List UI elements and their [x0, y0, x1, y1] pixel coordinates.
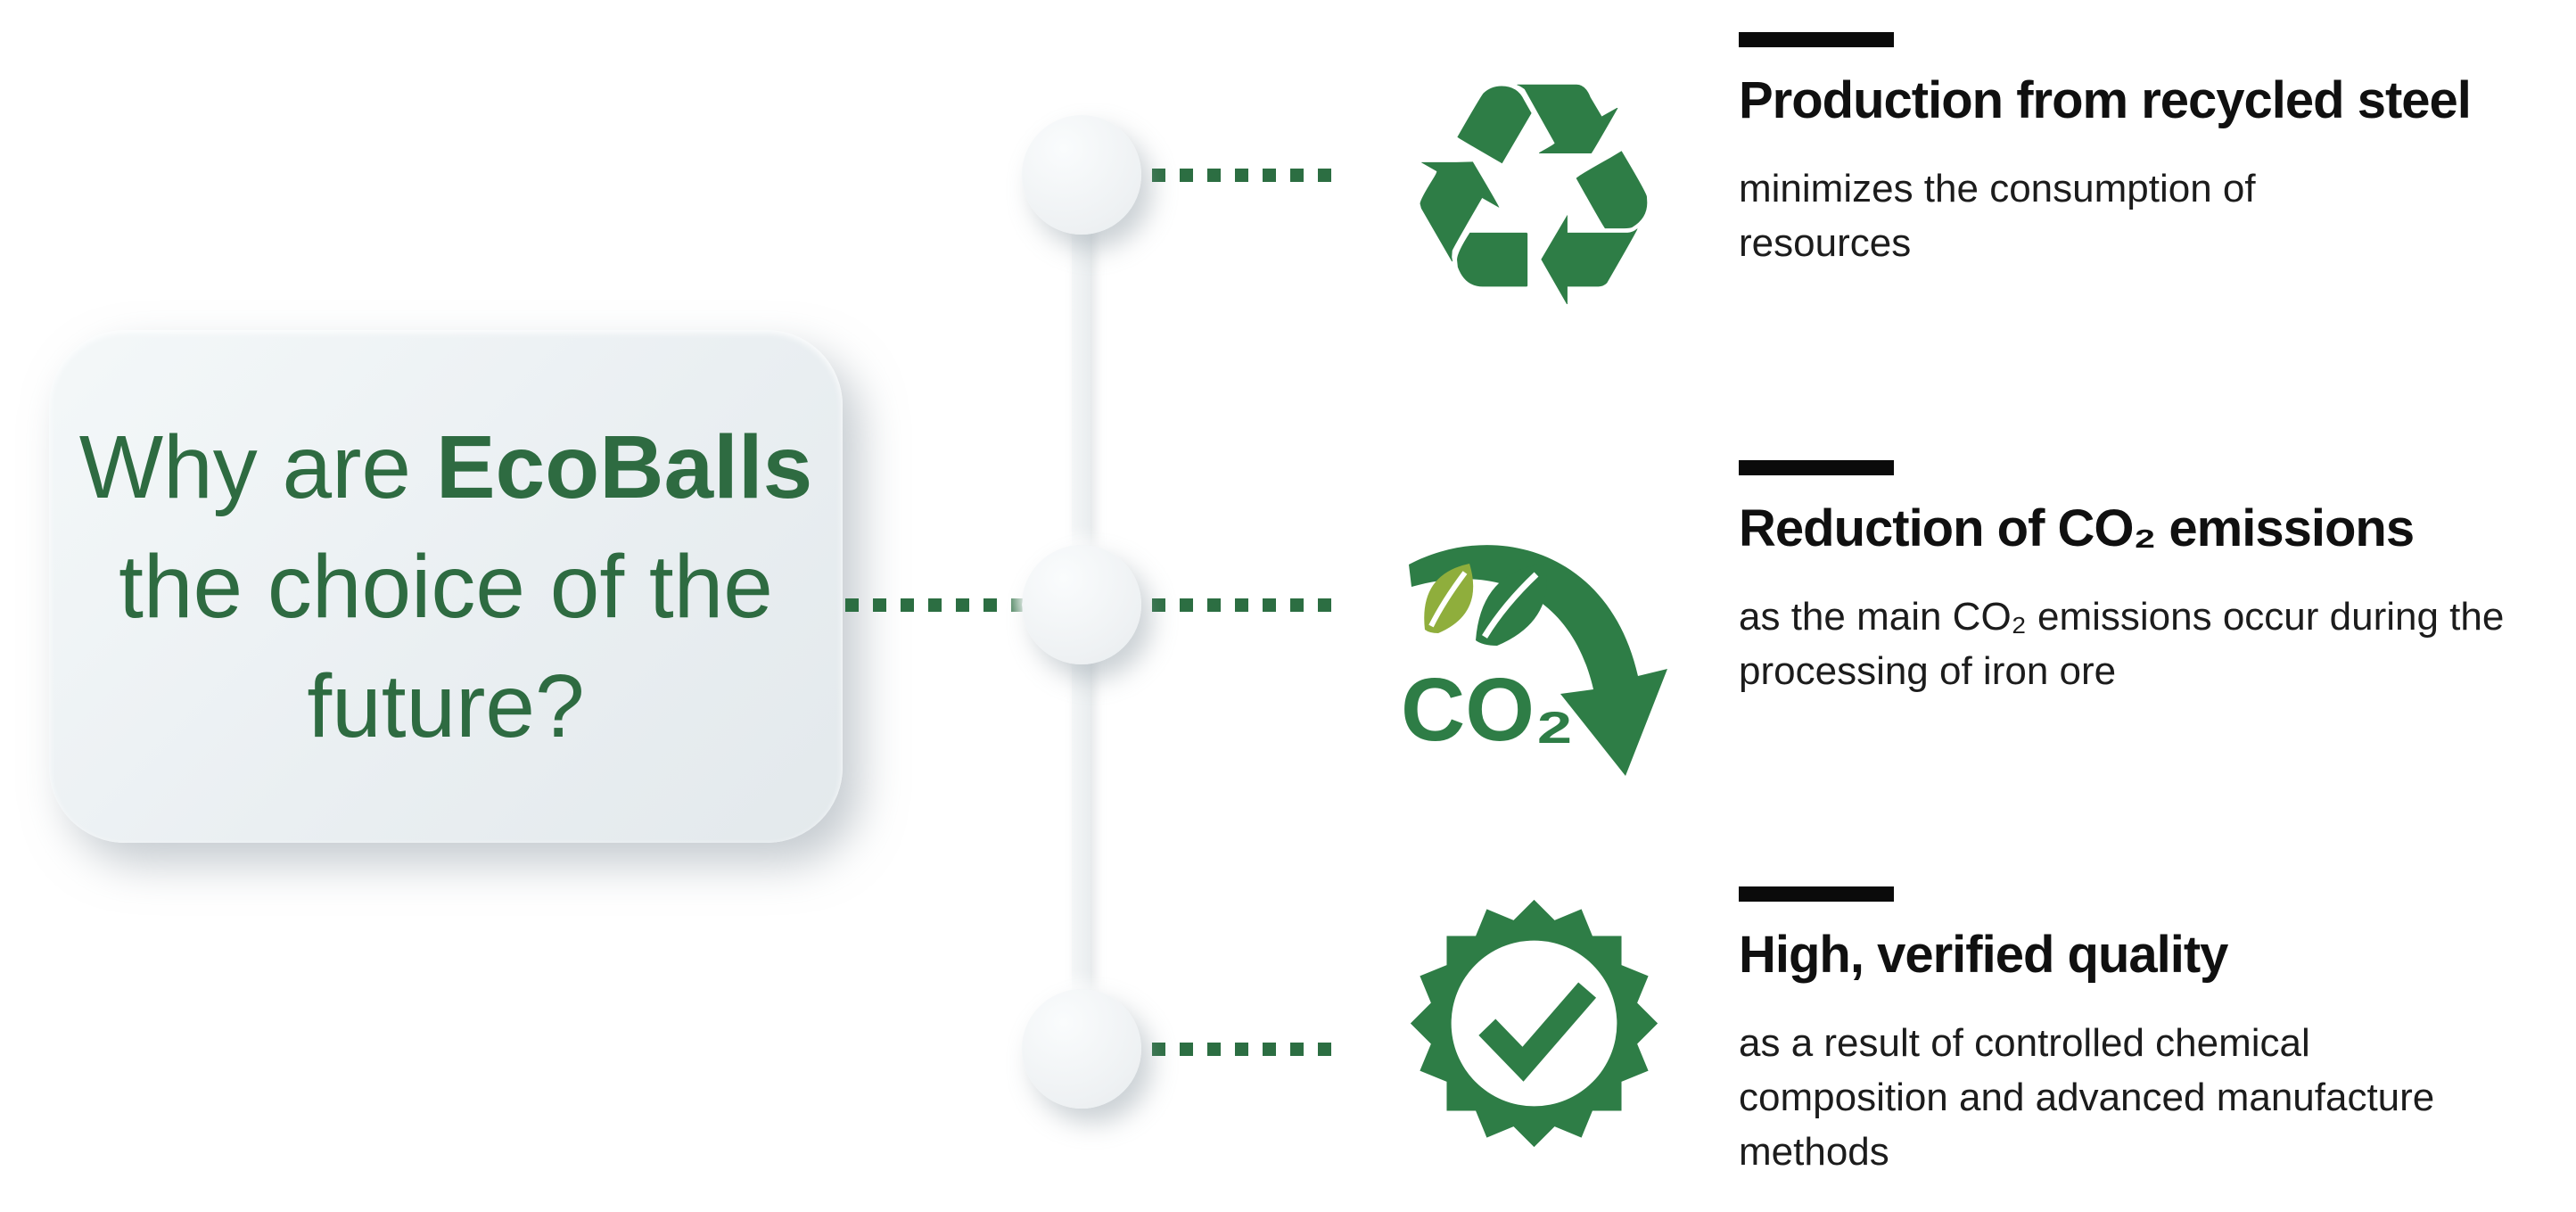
feature-description: as the main CO₂ emissions occur during t… [1739, 595, 2505, 693]
badge-inner-circle [1451, 940, 1617, 1107]
leaf-light-vein [1428, 571, 1468, 628]
quality-badge-svg [1410, 899, 1658, 1148]
dotted-connector-top [1152, 169, 1331, 182]
question-card: Why are EcoBalls the choice of the futur… [49, 330, 843, 843]
timeline-node-1 [1022, 115, 1141, 235]
brand-name: EcoBalls [435, 416, 813, 517]
leaf-dark-vein [1482, 572, 1539, 639]
dotted-connector-middle [1152, 598, 1331, 612]
down-arrow-shape [1409, 545, 1667, 776]
quality-badge-icon [1398, 887, 1670, 1159]
question-prefix: Why are [78, 416, 436, 517]
timeline-node-2 [1022, 545, 1141, 664]
co2-label: CO₂ [1401, 660, 1574, 760]
feature-block-recycled-steel: Production from recycled steel minimizes… [1739, 32, 2541, 270]
timeline-node-3 [1022, 989, 1141, 1109]
feature-title: High, verified quality [1739, 926, 2228, 984]
co2-reduction-icon: CO₂ [1395, 515, 1708, 783]
dotted-connector-bottom [1152, 1043, 1331, 1056]
feature-description: as a result of controlled chemical compo… [1739, 1021, 2435, 1174]
question-text: Why are EcoBalls the choice of the futur… [67, 408, 825, 766]
section-marker-bar [1739, 32, 1894, 47]
section-marker-bar [1739, 460, 1894, 475]
recycle-icon: ♻ [1382, 40, 1685, 352]
badge-checkmark [1478, 982, 1597, 1082]
co2-reduction-svg: CO₂ [1401, 545, 1667, 776]
dotted-connector-card [845, 598, 1025, 612]
feature-description: minimizes the consumption of resources [1739, 167, 2256, 265]
question-rest: the choice of the future? [119, 536, 773, 756]
feature-title: Production from recycled steel [1739, 71, 2472, 129]
leaf-group [1424, 564, 1547, 646]
feature-title: Reduction of CO₂ emissions [1739, 499, 2415, 557]
recycle-glyph: ♻ [1394, 14, 1674, 378]
feature-block-quality: High, verified quality as a result of co… [1739, 886, 2541, 1179]
feature-block-co2-reduction: Reduction of CO₂ emissions as the main C… [1739, 460, 2541, 698]
section-marker-bar [1739, 886, 1894, 902]
